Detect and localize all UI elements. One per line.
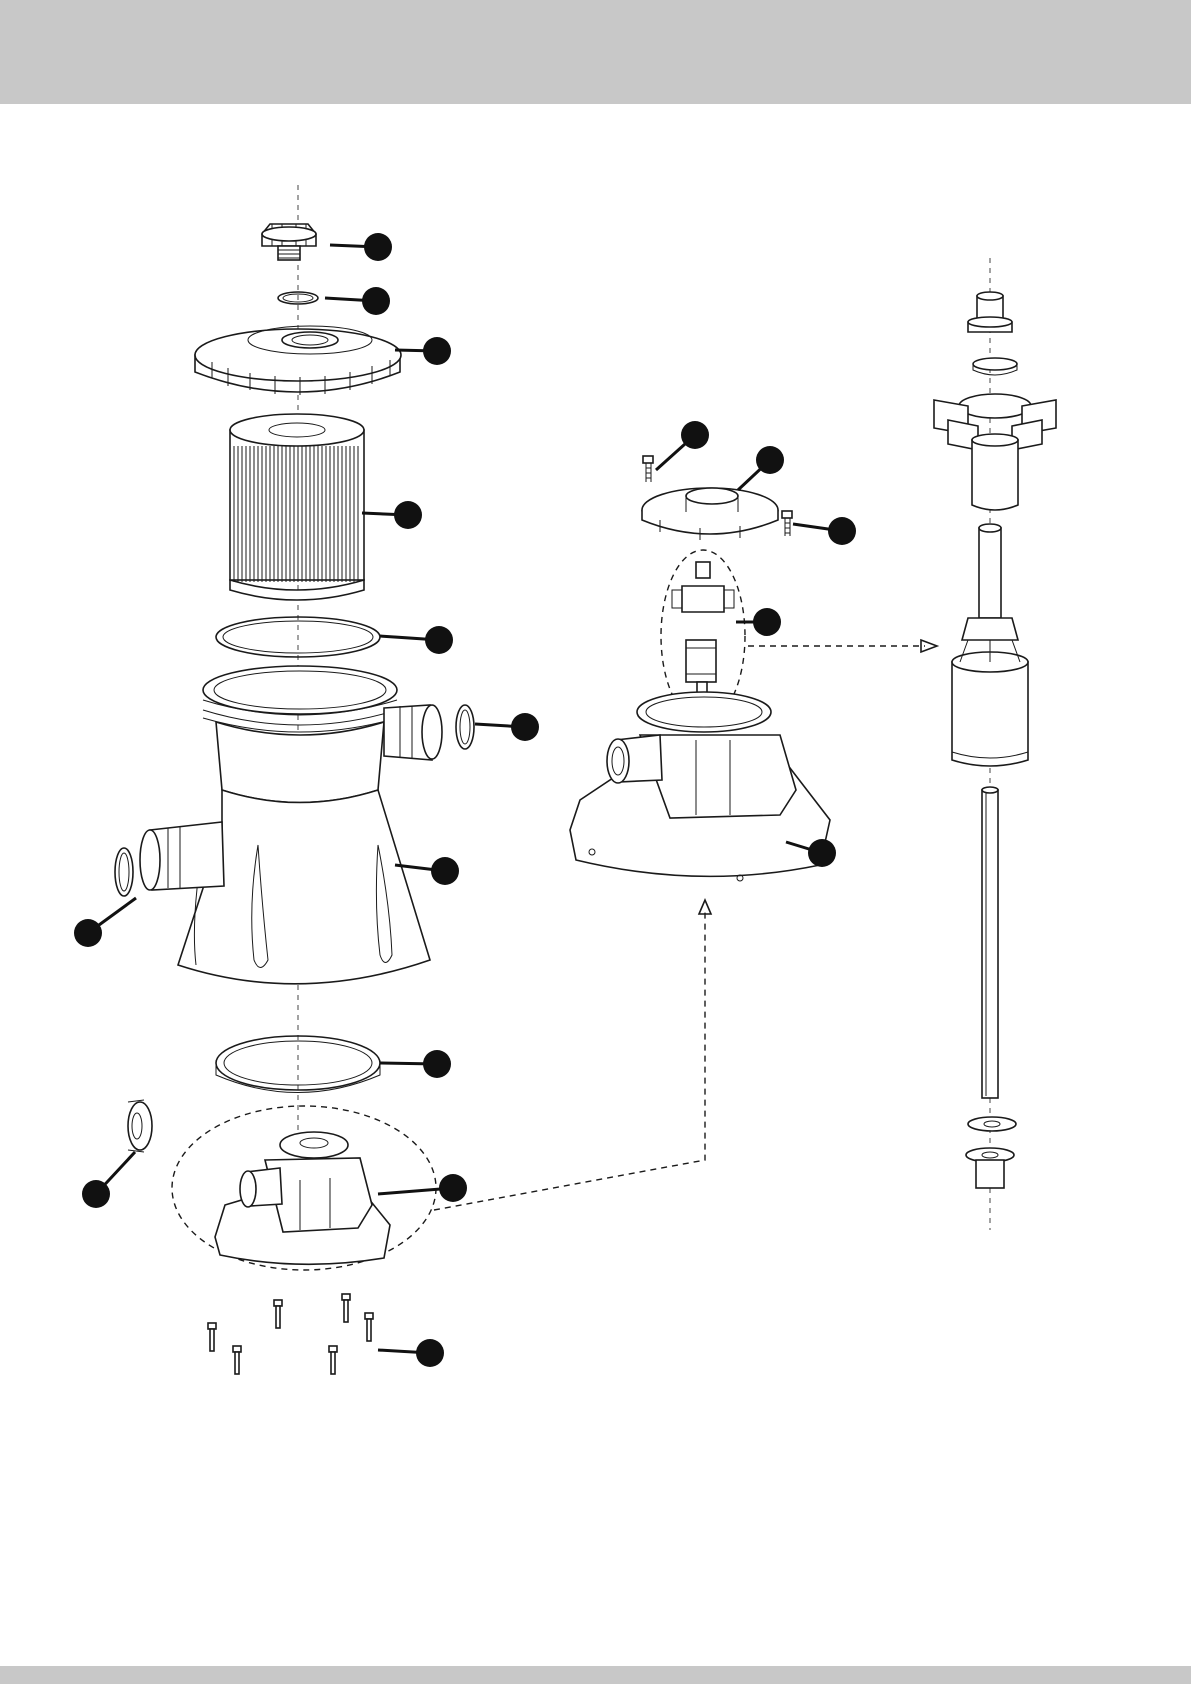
shaft-part: [982, 787, 998, 1098]
housing-screw: [365, 1313, 373, 1341]
pump-base-part: [570, 692, 830, 881]
filter-cap-part: [262, 224, 316, 260]
housing-screw: [233, 1346, 241, 1374]
callout-impeller-cover: [738, 446, 784, 490]
callout-filter-cartridge: [362, 501, 422, 529]
callout-hose-o-ring-lower: [74, 898, 136, 947]
callout-filter-cap: [330, 233, 392, 261]
housing-screws-part: [208, 1294, 373, 1374]
callout-impeller-cover-screw-left: [656, 421, 709, 470]
motor-housing-part: [172, 1106, 436, 1270]
filter-housing-cover-part: [195, 326, 401, 395]
base-o-ring-part: [216, 1036, 380, 1093]
hose-o-ring-lower-part: [115, 848, 133, 896]
callout-motor-housing: [378, 1174, 467, 1202]
callout-housing-screws: [378, 1339, 444, 1367]
impeller-cover-part: [642, 488, 778, 540]
top-washer-part: [973, 358, 1017, 375]
callout-cover-o-ring: [380, 626, 453, 654]
housing-screw: [274, 1300, 282, 1328]
callout-base-o-ring: [380, 1050, 451, 1078]
impeller-cover-screw-left-part: [643, 456, 653, 482]
callout-hose-o-ring-upper: [475, 713, 539, 741]
seal-washer-part: [128, 1100, 152, 1152]
magnet-rotor-part: [952, 524, 1028, 766]
bottom-washer-part: [968, 1117, 1016, 1131]
callout-impeller-cover-screw-right: [793, 517, 856, 545]
hose-o-ring-upper-part: [456, 705, 474, 749]
housing-screw: [208, 1323, 216, 1351]
housing-screw: [329, 1346, 337, 1374]
top-bushing-part: [968, 292, 1012, 332]
callout-filter-housing-cover: [395, 337, 451, 365]
bottom-bushing-part: [966, 1148, 1014, 1188]
callout-seal-washer: [82, 1152, 135, 1208]
housing-screw: [342, 1294, 350, 1322]
rotor-impeller-part: [934, 394, 1056, 510]
filter-housing-part: [140, 666, 442, 984]
impeller-cover-screw-right-part: [782, 511, 792, 536]
filter-cartridge-part: [230, 414, 364, 600]
callout-cap-o-ring: [325, 287, 390, 315]
